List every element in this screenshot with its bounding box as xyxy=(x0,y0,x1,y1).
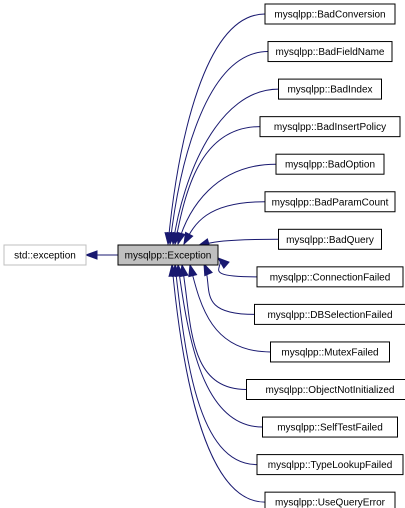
derived-class-node-connectionfailed[interactable]: mysqlpp::ConnectionFailed xyxy=(256,266,404,288)
base-class-node[interactable]: std::exception xyxy=(3,244,87,266)
derived-class-node-badconversion[interactable]: mysqlpp::BadConversion xyxy=(264,3,396,25)
inheritance-arrowhead xyxy=(188,263,198,278)
derived-class-label: mysqlpp::BadParamCount xyxy=(272,197,389,208)
inheritance-arrowhead xyxy=(216,257,230,270)
derived-class-node-objectnotinitialized[interactable]: mysqlpp::ObjectNotInitialized xyxy=(246,379,405,400)
derived-class-node-badfieldname[interactable]: mysqlpp::BadFieldName xyxy=(267,41,393,63)
inheritance-arrowhead xyxy=(203,262,213,277)
inheritance-arrowhead xyxy=(183,231,194,246)
inheritance-arrowhead xyxy=(84,250,98,260)
inheritance-edge xyxy=(171,264,266,503)
derived-class-node-mutexfailed[interactable]: mysqlpp::MutexFailed xyxy=(270,341,390,363)
focus-class-label: mysqlpp::Exception xyxy=(125,251,212,262)
derived-class-nodes: mysqlpp::BadConversionmysqlpp::BadFieldN… xyxy=(246,3,405,508)
derived-class-label: mysqlpp::DBSelectionFailed xyxy=(267,310,392,321)
derived-class-label: mysqlpp::ConnectionFailed xyxy=(270,272,391,283)
derived-class-label: mysqlpp::BadConversion xyxy=(274,10,385,21)
inheritance-arrowhead xyxy=(176,231,186,246)
derived-class-label: mysqlpp::BadIndex xyxy=(287,85,372,96)
inheritance-edge xyxy=(169,51,269,245)
inheritance-edge xyxy=(174,126,261,245)
derived-class-label: mysqlpp::MutexFailed xyxy=(281,347,378,358)
derived-class-label: mysqlpp::SelfTestFailed xyxy=(277,423,383,434)
derived-class-label: mysqlpp::BadQuery xyxy=(286,235,374,246)
derived-class-label: mysqlpp::BadOption xyxy=(285,160,375,171)
inheritance-arrowhead xyxy=(168,263,178,277)
derived-class-label: mysqlpp::BadInsertPolicy xyxy=(274,122,386,133)
derived-class-label: mysqlpp::ObjectNotInitialized xyxy=(266,385,395,396)
derived-class-node-badquery[interactable]: mysqlpp::BadQuery xyxy=(278,228,382,250)
derived-class-node-badindex[interactable]: mysqlpp::BadIndex xyxy=(278,78,382,100)
inheritance-edge xyxy=(177,163,277,245)
inheritance-edges xyxy=(84,13,279,503)
inheritance-edge xyxy=(172,88,279,245)
inheritance-edge xyxy=(177,264,263,428)
inheritance-edge xyxy=(167,13,266,245)
derived-class-node-badinsertpolicy[interactable]: mysqlpp::BadInsertPolicy xyxy=(259,116,401,138)
derived-class-node-usequeryerror[interactable]: mysqlpp::UseQueryError xyxy=(264,491,396,508)
derived-class-node-typelookupfailed[interactable]: mysqlpp::TypeLookupFailed xyxy=(256,454,404,476)
inheritance-edge xyxy=(174,264,258,466)
derived-class-node-badoption[interactable]: mysqlpp::BadOption xyxy=(275,153,385,175)
derived-class-label: mysqlpp::TypeLookupFailed xyxy=(268,460,393,471)
inheritance-edge xyxy=(183,201,266,245)
base-class-label: std::exception xyxy=(14,251,76,262)
focus-class-node[interactable]: mysqlpp::Exception xyxy=(117,244,219,266)
inheritance-edge xyxy=(189,264,271,353)
derived-class-node-selftestfailed[interactable]: mysqlpp::SelfTestFailed xyxy=(262,416,398,438)
derived-class-node-badparamcount[interactable]: mysqlpp::BadParamCount xyxy=(264,191,396,213)
inheritance-edge xyxy=(181,264,247,390)
derived-class-node-dbselectionfailed[interactable]: mysqlpp::DBSelectionFailed xyxy=(254,303,405,325)
derived-class-label: mysqlpp::UseQueryError xyxy=(275,498,386,508)
derived-class-label: mysqlpp::BadFieldName xyxy=(276,47,385,58)
